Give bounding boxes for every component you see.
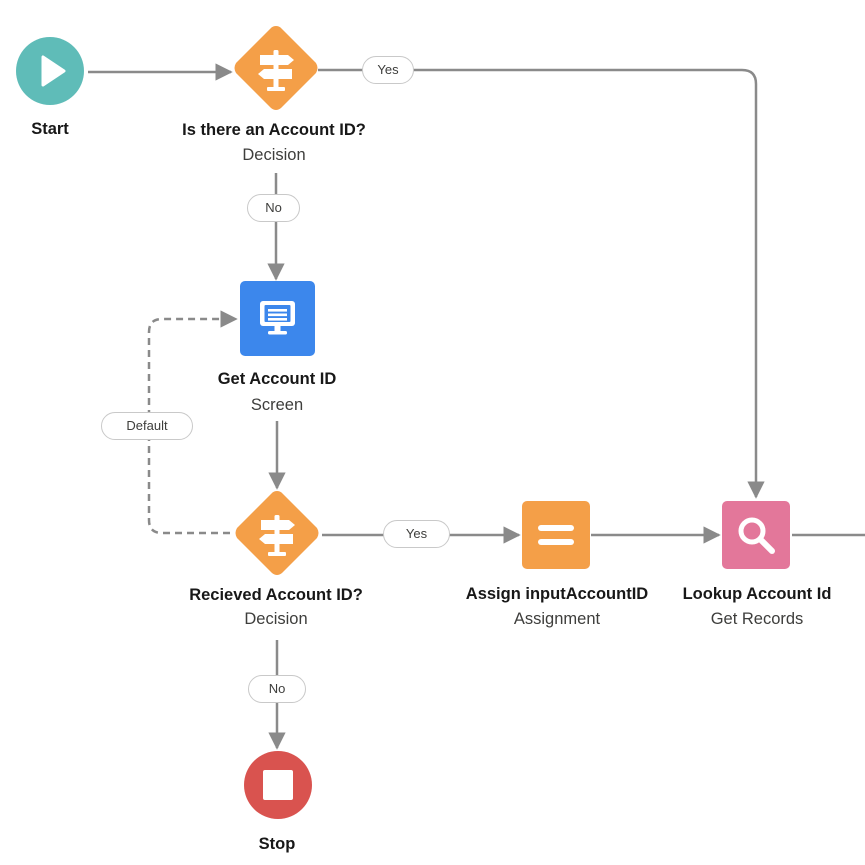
connector-decision1-yes[interactable] (318, 68, 765, 499)
connector-label-no[interactable]: No (247, 194, 300, 222)
decision-title: Is there an Account ID? (182, 121, 366, 139)
connector-label-default[interactable]: Default (101, 412, 193, 440)
node-type-label: Get Records (710, 610, 804, 628)
decision-node-account-id[interactable] (233, 25, 319, 111)
stop-label: Stop (258, 835, 296, 853)
screen-node-get-account-id[interactable] (240, 281, 315, 356)
search-icon (722, 501, 790, 569)
connector-label-yes[interactable]: Yes (383, 520, 450, 548)
screen-title: Get Account ID (217, 370, 337, 388)
monitor-icon (240, 281, 315, 356)
get-records-title: Lookup Account Id (682, 585, 832, 603)
start-node[interactable] (16, 37, 84, 105)
node-type-label: Decision (242, 146, 306, 164)
equals-icon (522, 501, 590, 569)
decision-title: Recieved Account ID? (189, 586, 363, 604)
node-type-label: Screen (250, 396, 304, 414)
play-icon (16, 37, 84, 105)
get-records-node[interactable] (722, 501, 790, 569)
node-type-label: Decision (244, 610, 308, 628)
start-label: Start (31, 120, 69, 138)
connector-label-no[interactable]: No (248, 675, 306, 703)
assignment-title: Assign inputAccountID (465, 585, 649, 603)
signpost-icon (234, 26, 318, 110)
decision-node-received-account-id[interactable] (234, 490, 320, 576)
stop-icon (244, 751, 312, 819)
stop-node[interactable] (244, 751, 312, 819)
assignment-node[interactable] (522, 501, 590, 569)
node-type-label: Assignment (513, 610, 601, 628)
connector-label-yes[interactable]: Yes (362, 56, 414, 84)
signpost-icon (235, 491, 319, 575)
